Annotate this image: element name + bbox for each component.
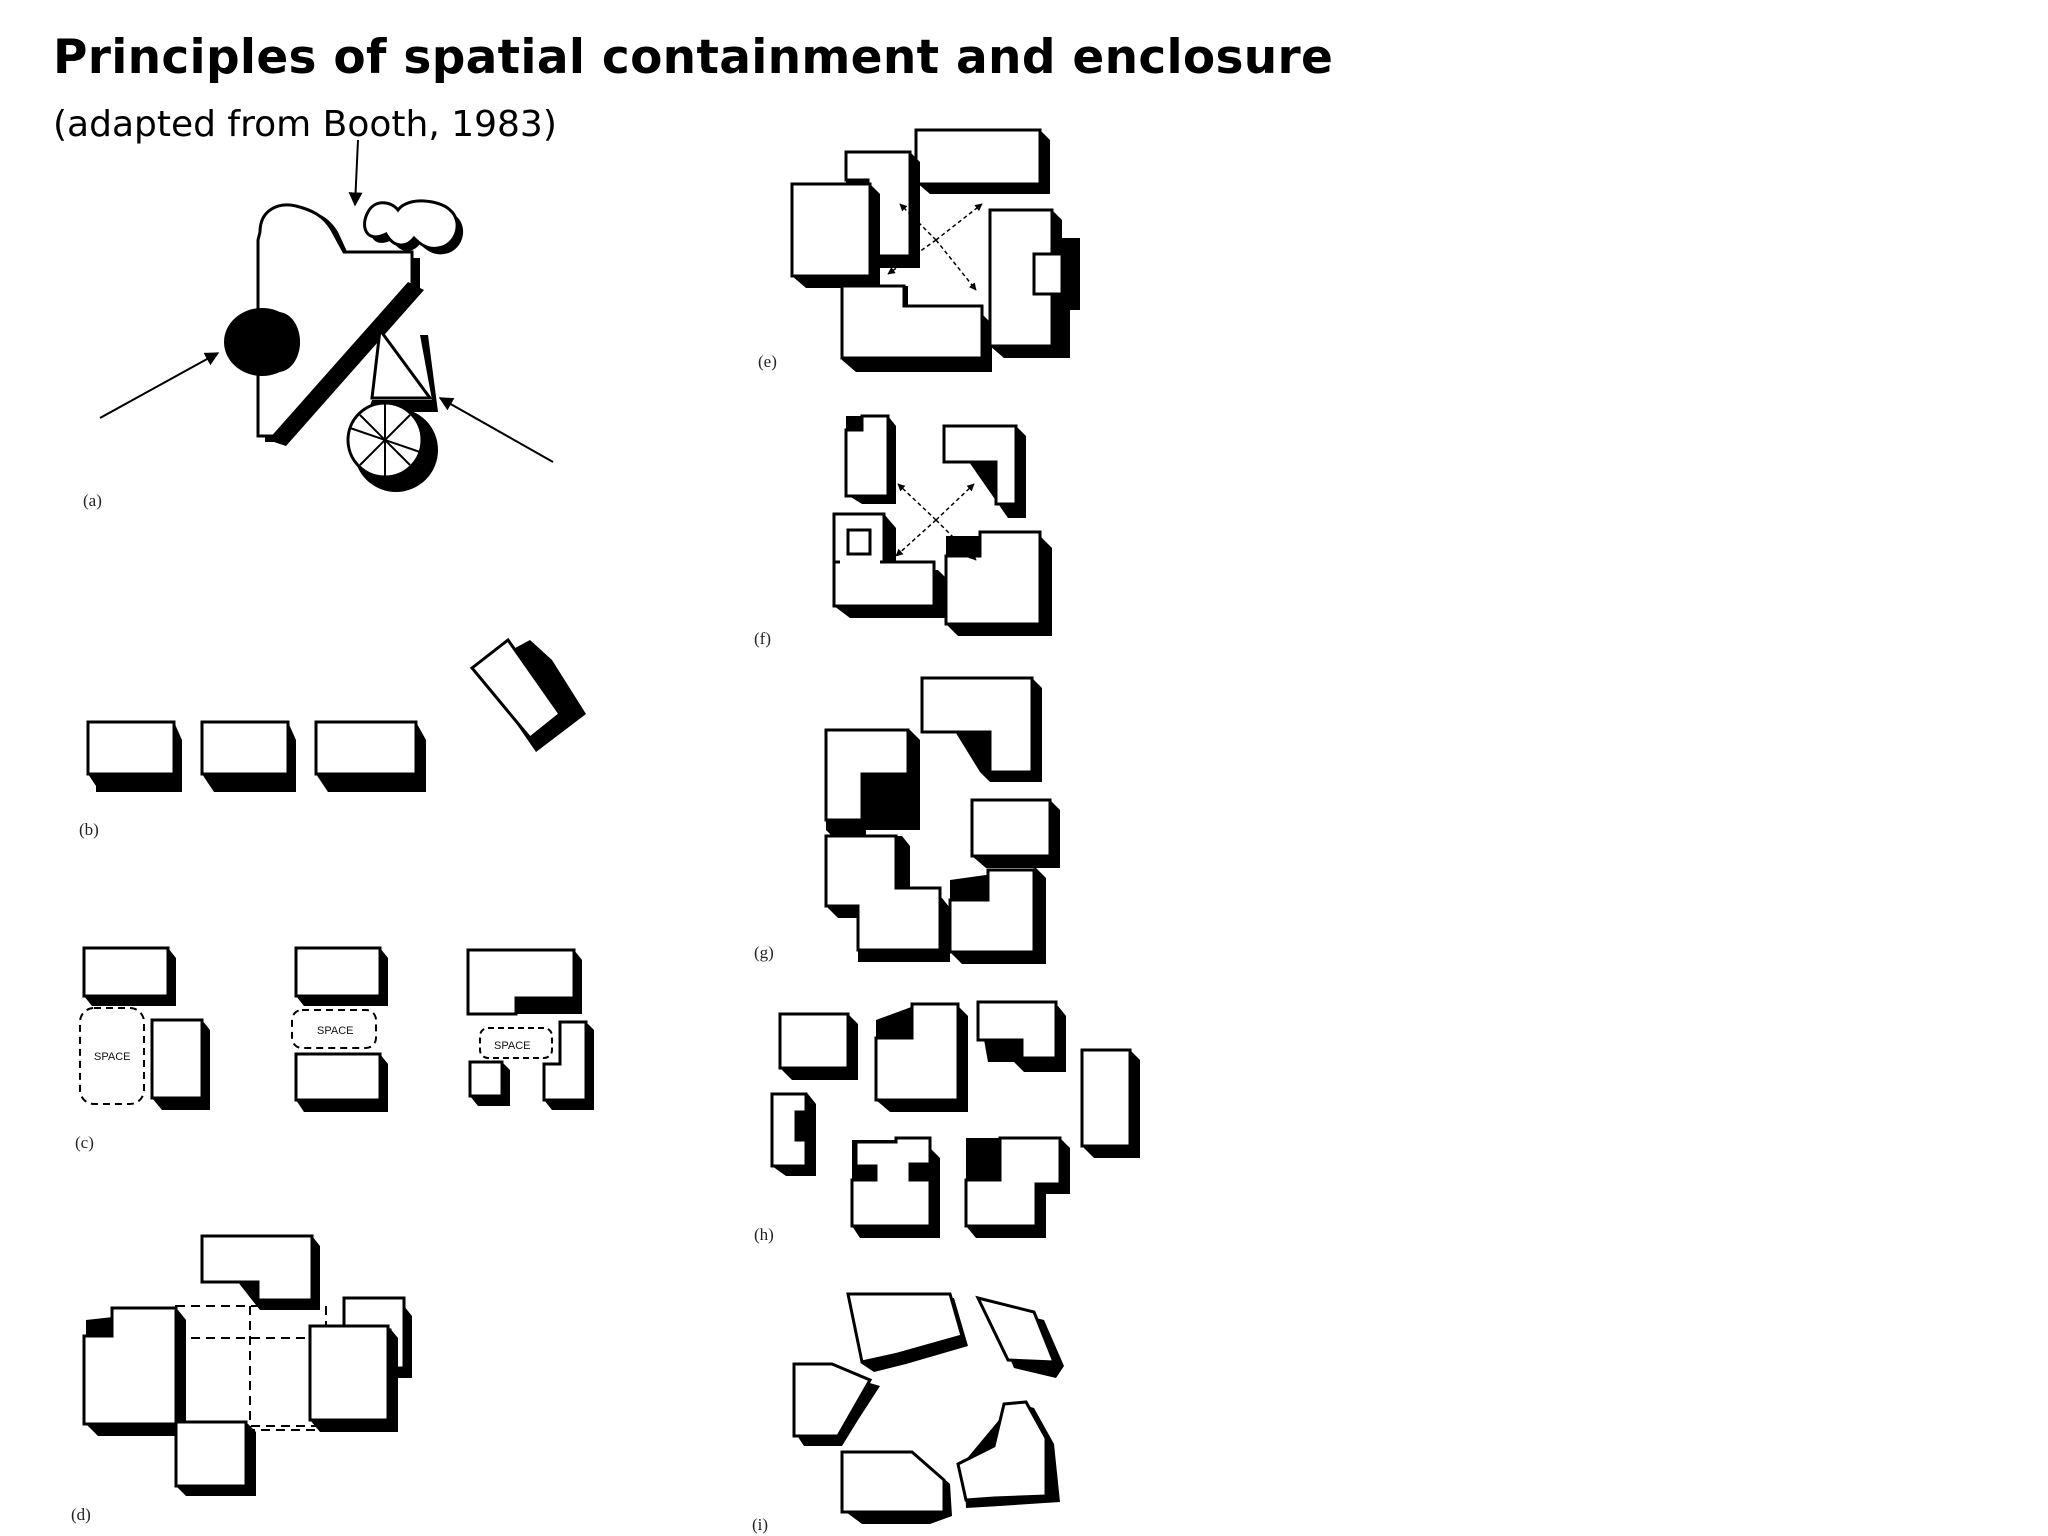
caption-g: (g) <box>754 943 774 962</box>
caption-c: (c) <box>75 1133 94 1152</box>
caption-i: (i) <box>752 1515 768 1534</box>
figure-i: (i) <box>752 1292 1064 1534</box>
caption-b: (b) <box>79 820 99 839</box>
figure-c: SPACE SPACE SPACE (c) <box>75 946 594 1152</box>
figure-e: (e) <box>758 128 1080 372</box>
caption-e: (e) <box>758 352 777 371</box>
page-subtitle: (adapted from Booth, 1983) <box>53 104 557 145</box>
figure-h: (h) <box>754 1000 1140 1244</box>
figure-b: (b) <box>79 637 586 839</box>
figure-g: (g) <box>754 676 1060 964</box>
caption-d: (d) <box>71 1505 91 1524</box>
caption-a: (a) <box>83 491 102 510</box>
caption-h: (h) <box>754 1225 774 1244</box>
space-label-3: SPACE <box>494 1040 530 1052</box>
figure-f: (f) <box>754 414 1052 648</box>
caption-f: (f) <box>754 629 771 648</box>
space-label-1: SPACE <box>94 1051 130 1063</box>
figure-a: (a) <box>83 139 554 510</box>
space-label-2: SPACE <box>317 1025 353 1037</box>
page-title: Principles of spatial containment and en… <box>53 30 1334 85</box>
figure-d: (d) <box>71 1234 412 1524</box>
